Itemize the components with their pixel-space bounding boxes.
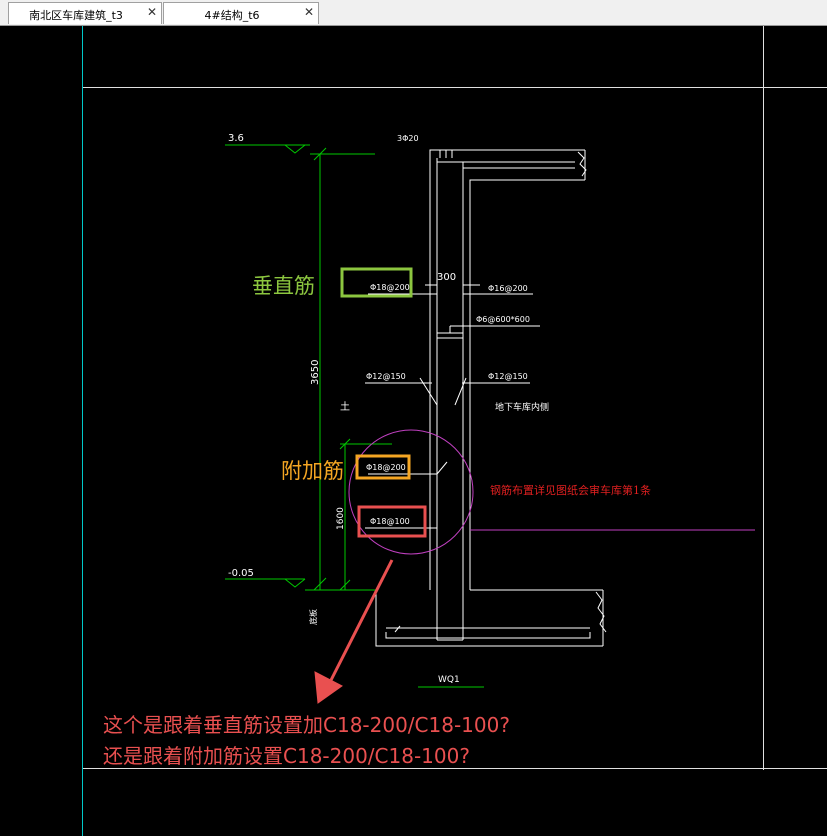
wall-section [375,149,607,647]
top-bar-text: 3Φ20 [397,134,419,143]
dimension-300-text: 300 [437,272,456,283]
rebar-right-text: Φ16@200 [488,284,528,293]
question-line-2: 还是跟着附加筋设置C18-200/C18-100? [103,744,470,768]
drawing-frame [82,26,827,770]
vertical-rebar-label: 垂直筋 [252,274,315,298]
red-note-text: 钢筋布置详见图纸会审车库第1条 [490,483,651,497]
rebar-bottom-text: Φ18@100 [370,517,410,526]
elevation-bottom-text: -0.05 [228,568,254,579]
additional-rebar-box [355,454,411,480]
rebar-tie-text: Φ6@600*600 [476,315,530,324]
cad-drawing-canvas[interactable]: 3.6 3650 1600 -0.05 [0,26,827,836]
dimension-3650 [313,147,327,591]
red-arrow [314,559,394,704]
rebar-vertical-text: Φ18@200 [370,283,410,292]
tab-nanbei-garage[interactable]: 南北区车库建筑_t3 ✕ [8,2,162,24]
elevation-top-text: 3.6 [228,133,244,144]
additional-rebar-label: 附加筋 [281,459,344,483]
dimension-1600 [339,438,392,591]
dimension-3650-text: 3650 [310,360,321,385]
document-tab-bar: 南北区车库建筑_t3 ✕ 4#结构_t6 ✕ [0,0,827,26]
dimension-1600-text: 1600 [336,507,346,530]
elevation-bottom-marker [225,578,376,591]
tab-label: 4#结构_t6 [204,9,260,22]
tab-label: 南北区车库建筑_t3 [29,9,123,22]
soil-text: 土 [340,400,350,413]
highlight-circle [348,429,474,555]
tab-structure-4[interactable]: 4#结构_t6 ✕ [163,2,319,24]
elevation-top-marker [225,144,375,155]
footing-text: 底板 [308,609,318,625]
close-icon[interactable]: ✕ [303,5,314,19]
rebar-additional-text: Φ18@200 [366,463,406,472]
rebar-right-h-text: Φ12@150 [488,372,528,381]
wall-label-text: WQ1 [438,675,460,685]
inner-side-text: 地下车库内侧 [495,401,549,413]
close-icon[interactable]: ✕ [146,5,157,19]
vertical-rebar-box [340,267,413,298]
rebar-left-h-text: Φ12@150 [366,372,406,381]
question-line-1: 这个是跟着垂直筋设置加C18-200/C18-100? [103,713,510,737]
bottom-rebar-box [357,505,427,538]
